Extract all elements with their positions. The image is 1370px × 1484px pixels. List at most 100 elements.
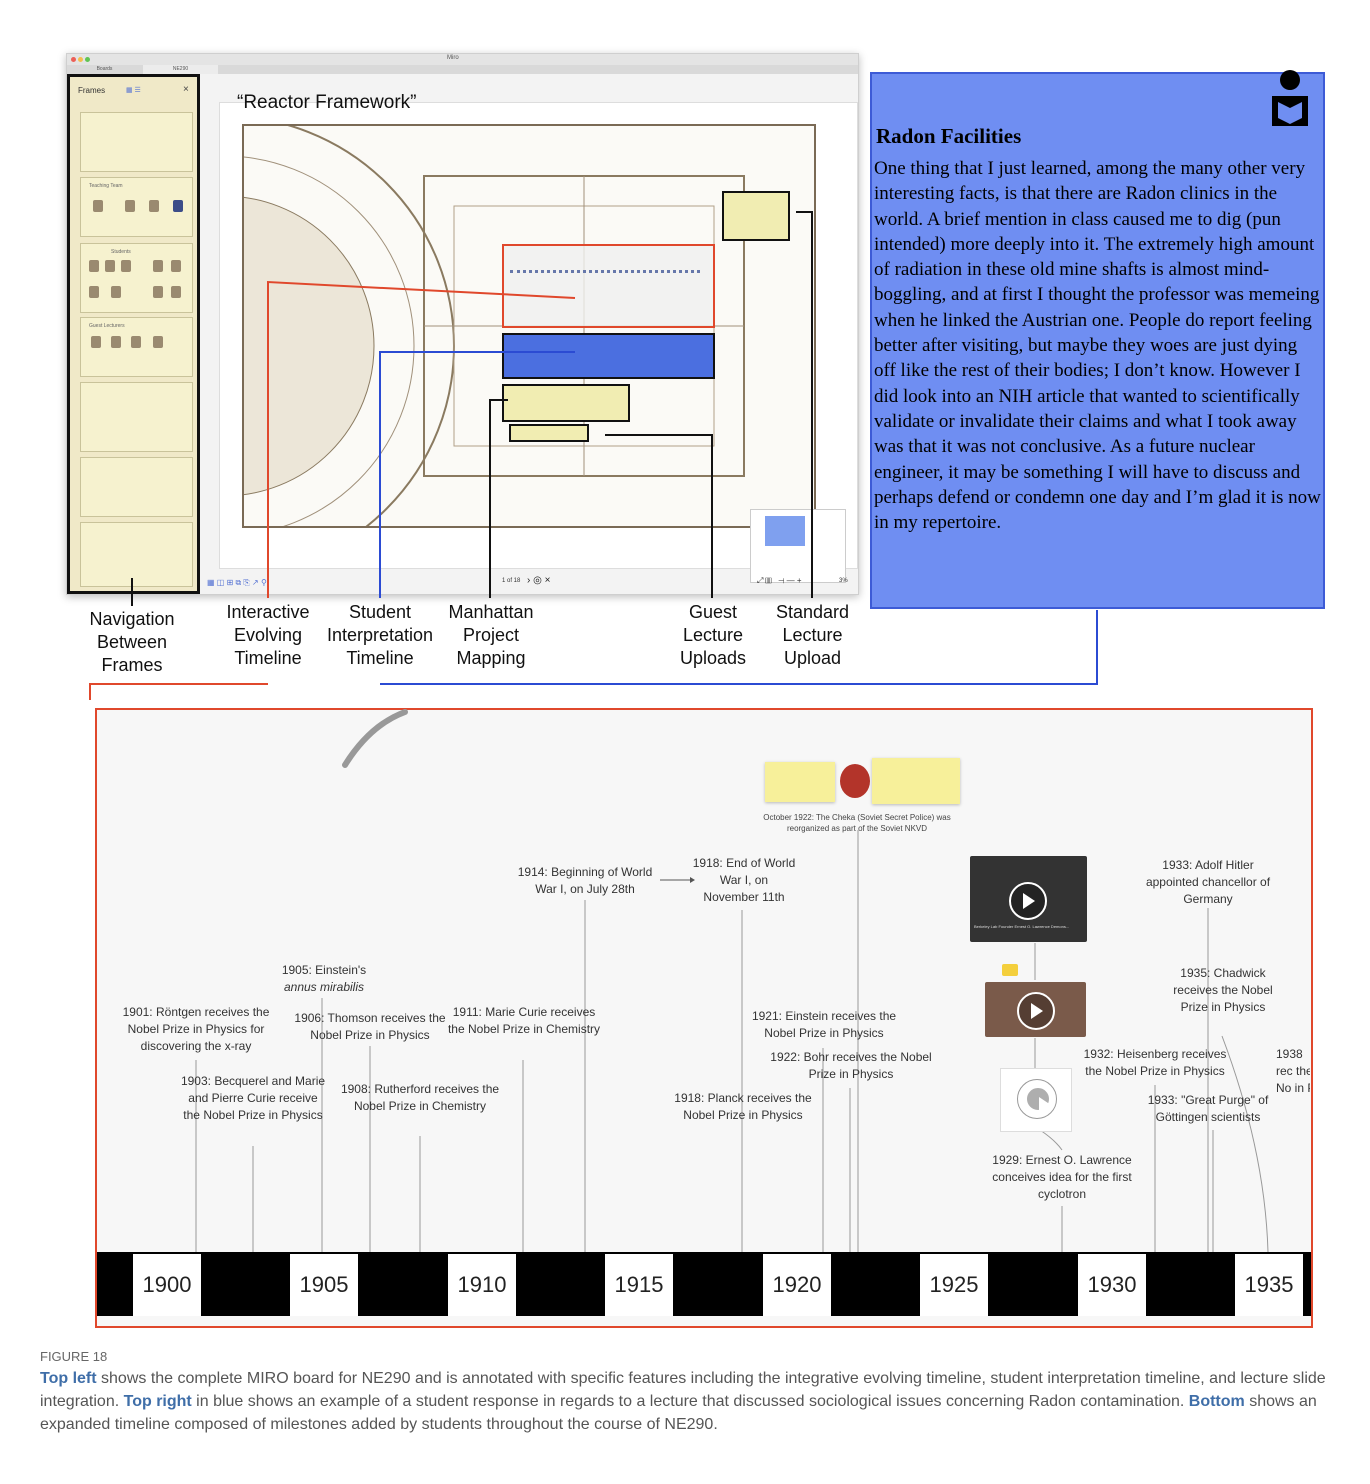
label-navigation-between-frames: Navigation Between Frames — [89, 609, 175, 675]
frame-thumbnail[interactable] — [80, 382, 193, 452]
caption-top-right: Top right — [123, 1393, 192, 1410]
event-1905-b: annus mirabilis — [283, 980, 365, 994]
sticky-note[interactable] — [872, 758, 960, 804]
event-1922-bohr: 1922: Bohr receives the Nobel Prize in P… — [770, 1050, 932, 1081]
label-guest-lecture-uploads: Guest Lecture Uploads — [679, 602, 747, 668]
event-1938-clipped: 1938 rec the No in P — [1276, 1047, 1310, 1095]
tab-boards[interactable]: Boards — [96, 66, 113, 72]
avatar — [153, 260, 163, 272]
event-1918-war-end: 1918: End of World War I, on November 11… — [692, 856, 796, 904]
cyclotron-diagram-video[interactable] — [1000, 1068, 1072, 1132]
event-1922-cheka: October 1922: The Cheka (Soviet Secret P… — [763, 813, 951, 833]
caption-bottom: Bottom — [1188, 1393, 1245, 1410]
year-1910: 1910 — [448, 1254, 516, 1316]
frame-thumbnail-students[interactable]: Students — [80, 243, 193, 313]
section-label: Guest Lecturers — [89, 323, 125, 329]
minimap-viewport[interactable] — [765, 516, 805, 546]
figure-label: FIGURE 18 — [40, 1349, 108, 1364]
event-1908: 1908: Rutherford receives the Nobel Priz… — [340, 1082, 500, 1113]
avatar — [111, 286, 121, 298]
annotation-connectors — [89, 211, 1098, 700]
video-caption: Berkeley Lab Founder Ernest O. Lawrence … — [974, 924, 1070, 929]
event-1914: 1914: Beginning of World War I, on July … — [517, 865, 653, 896]
caption-top-left: Top left — [40, 1370, 97, 1387]
avatar — [125, 200, 135, 212]
avatar — [131, 336, 141, 348]
event-1911: 1911: Marie Curie receives the Nobel Pri… — [447, 1005, 601, 1036]
event-1935: 1935: Chadwick receives the Nobel Prize … — [1173, 966, 1273, 1014]
avatar — [153, 336, 163, 348]
label-interactive-evolving-timeline: Interactive Evolving Timeline — [226, 602, 310, 668]
year-1905: 1905 — [290, 1254, 358, 1316]
expanded-timeline-frame — [95, 708, 1313, 1328]
label-manhattan-project-mapping: Manhattan Project Mapping — [448, 602, 534, 668]
zoom-controls[interactable]: ⤢ ▥ ⊣ — + — [757, 576, 802, 585]
frame-thumbnail-guest-lecturers[interactable]: Guest Lecturers — [80, 317, 193, 377]
frame-thumbnail-teaching-team[interactable]: Teaching Team — [80, 177, 193, 237]
event-1933-hitler: 1933: Adolf Hitler appointed chancellor … — [1145, 858, 1271, 906]
event-1905: 1905: Einstein's annus mirabilis — [262, 962, 386, 996]
guest-lecture-frame[interactable] — [509, 424, 589, 442]
frame-thumbnail[interactable] — [80, 522, 193, 587]
event-1905-a: 1905: Einstein's — [281, 963, 367, 977]
radon-body: One thing that I just learned, among the… — [874, 158, 1321, 534]
reactor-blueprint-image — [242, 124, 816, 528]
minimize-window-button[interactable] — [78, 57, 83, 62]
section-label: Teaching Team — [89, 183, 123, 189]
tab-ne290[interactable]: NE290 — [143, 65, 218, 74]
play-icon[interactable] — [1017, 992, 1055, 1030]
toolbar-icons[interactable]: ▦ ◫ ⊞ ⧉ ⎘ ↗ ⚲ — [207, 578, 267, 587]
avatar — [89, 260, 99, 272]
reactor-drawing — [244, 126, 745, 526]
play-icon[interactable] — [1009, 882, 1047, 920]
avatar — [149, 200, 159, 212]
year-1900: 1900 — [133, 1254, 201, 1316]
zoom-level: 3% — [839, 578, 848, 584]
avatar — [173, 200, 183, 212]
lawrence-video[interactable]: Berkeley Lab Founder Ernest O. Lawrence … — [970, 856, 1087, 942]
comment-icon[interactable] — [1002, 964, 1018, 976]
close-icon[interactable]: × — [183, 84, 189, 95]
tab-bar: Boards NE290 — [67, 65, 858, 74]
radon-response-card: Radon Facilities One thing that I just l… — [870, 70, 1325, 609]
interactive-timeline-frame[interactable] — [502, 244, 715, 328]
avatar — [105, 260, 115, 272]
event-1901: 1901: Röntgen receives the Nobel Prize i… — [122, 1005, 270, 1053]
board-title: “Reactor Framework” — [237, 92, 417, 113]
figure-caption: Top left shows the complete MIRO board f… — [40, 1367, 1330, 1436]
event-1921: 1921: Einstein receives the Nobel Prize … — [751, 1009, 897, 1040]
minimap[interactable] — [750, 509, 846, 583]
avatar — [121, 260, 131, 272]
avatar — [171, 286, 181, 298]
page-indicator: 1 of 18 — [502, 578, 521, 584]
frame-thumbnail[interactable] — [80, 112, 193, 172]
event-1929: 1929: Ernest O. Lawrence conceives idea … — [992, 1153, 1132, 1201]
year-1920: 1920 — [763, 1254, 831, 1316]
year-1925: 1925 — [920, 1254, 988, 1316]
frames-panel-title: Frames — [78, 86, 106, 95]
maximize-window-button[interactable] — [85, 57, 90, 62]
miro-window: Miro Boards NE290 Frames ▦ ☰ × Teaching … — [66, 53, 859, 595]
cyclotron-diagram — [1017, 1079, 1057, 1119]
frame-thumbnail[interactable] — [80, 457, 193, 517]
caption-text-1: shows the complete MIRO board for NE290 … — [40, 1370, 1326, 1410]
frames-panel: Frames ▦ ☰ × Teaching Team Students Gues… — [67, 74, 200, 594]
close-window-button[interactable] — [71, 57, 76, 62]
label-student-interpretation-timeline: Student Interpretation Timeline — [326, 602, 434, 668]
year-1930: 1930 — [1078, 1254, 1146, 1316]
play-icon[interactable] — [1025, 1086, 1051, 1113]
next-page-icon[interactable]: › ◎ × — [527, 575, 551, 586]
avatar — [171, 260, 181, 272]
grid-view-icon[interactable]: ▦ ☰ — [126, 87, 141, 94]
cyclotron-video[interactable] — [985, 982, 1086, 1037]
standard-lecture-frame[interactable] — [722, 191, 790, 241]
timeline-leader-lines — [195, 709, 1269, 1253]
student-interpretation-frame[interactable] — [502, 333, 715, 379]
sticky-note[interactable] — [765, 762, 835, 802]
event-1906: 1906: Thomson receives the Nobel Prize i… — [294, 1011, 446, 1042]
event-1933-purge: 1933: "Great Purge" of Göttingen scienti… — [1147, 1093, 1269, 1124]
event-1918-planck: 1918: Planck receives the Nobel Prize in… — [674, 1091, 812, 1122]
event-1932: 1932: Heisenberg receives the Nobel Priz… — [1083, 1047, 1227, 1078]
avatar — [89, 286, 99, 298]
manhattan-project-frame[interactable] — [502, 384, 630, 422]
